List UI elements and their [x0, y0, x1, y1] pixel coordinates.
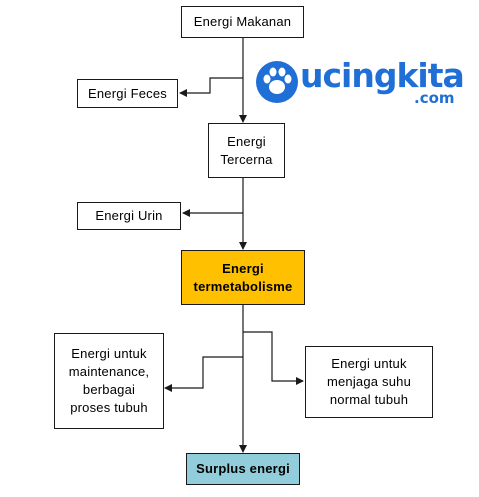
node-energi-makanan: Energi Makanan — [181, 6, 304, 38]
logo-subtext: .com — [414, 89, 455, 107]
node-label-line: normal tubuh — [329, 392, 409, 407]
node-label-line: Energi — [227, 133, 266, 149]
node-label: Surplus energi — [196, 461, 290, 476]
node-label-line: Tercerna — [220, 151, 273, 167]
node-surplus-energi: Surplus energi — [186, 453, 300, 485]
logo-text: ucingkita — [300, 56, 465, 95]
node-label-line: maintenance, — [68, 364, 150, 379]
node-energi-urin: Energi Urin — [77, 202, 181, 230]
node-label-line: Energi — [222, 260, 264, 276]
ucingkita-logo: ucingkita .com — [254, 55, 465, 110]
node-label-line: Energi untuk — [71, 346, 147, 361]
arrow-to-feces — [179, 77, 243, 97]
node-energi-tercerna: Energi Tercerna — [208, 123, 285, 178]
node-label-line: menjaga suhu — [326, 374, 412, 389]
arrow-to-maintenance — [164, 356, 243, 392]
node-label: Energi Urin — [95, 208, 163, 223]
node-energi-maintenance: Energi untuk maintenance, berbagai prose… — [54, 333, 164, 429]
node-label-line: termetabolisme — [193, 278, 293, 294]
arrow-to-suhu — [243, 331, 304, 385]
paw-icon — [256, 61, 298, 103]
node-energi-suhu: Energi untuk menjaga suhu normal tubuh — [305, 346, 433, 418]
node-label-line: berbagai — [82, 382, 136, 397]
node-energi-feces: Energi Feces — [77, 79, 178, 108]
node-label: Energi Makanan — [193, 14, 292, 29]
node-energi-termetabolisme: Energi termetabolisme — [181, 250, 305, 305]
node-label: Energi Feces — [88, 85, 167, 101]
node-label-line: Energi untuk — [331, 356, 407, 371]
node-label-line: proses tubuh — [70, 400, 148, 415]
